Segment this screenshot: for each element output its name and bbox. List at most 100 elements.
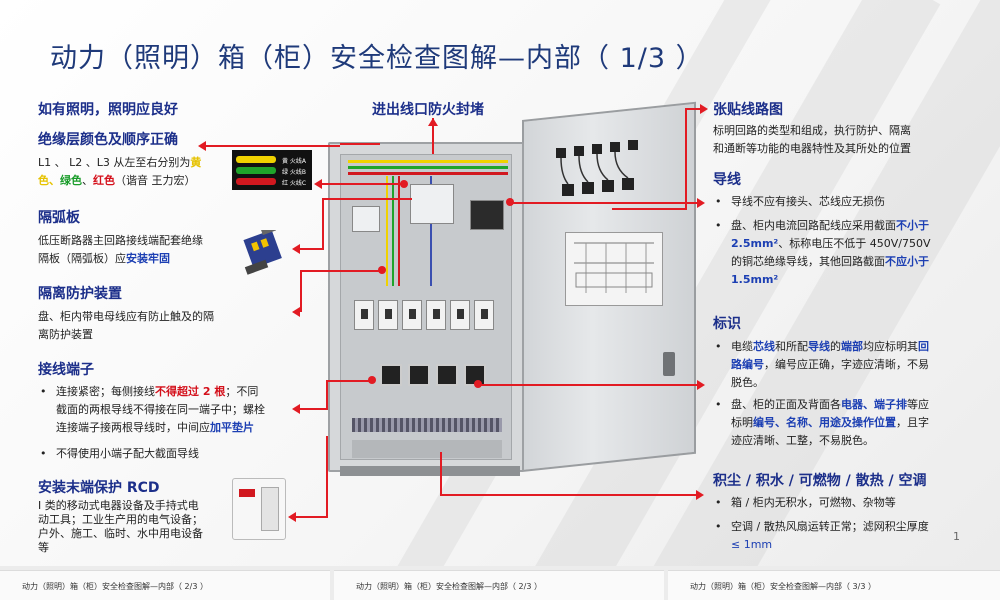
aux-breaker bbox=[352, 206, 380, 232]
pointer-isolation-v bbox=[300, 270, 302, 312]
pointer-arc-h bbox=[322, 198, 412, 200]
arrow-wire bbox=[697, 198, 705, 208]
pointer-diagram-h bbox=[612, 208, 687, 210]
m-b1-hl2: 导线 bbox=[808, 340, 830, 353]
m-b2-hl1: 电器、端子排 bbox=[841, 398, 907, 411]
wire-yellow bbox=[386, 176, 388, 286]
arrow-marking bbox=[697, 380, 705, 390]
w-b2c: 的铜芯绝缘导线，其他回路截面 bbox=[731, 255, 885, 268]
sep: 、 bbox=[82, 174, 93, 187]
m-b1-hl4: 回 bbox=[918, 340, 929, 353]
meter-3 bbox=[436, 364, 458, 386]
pointer-isolation-h bbox=[300, 270, 382, 272]
dust-bullet-2: 空调 / 散热风扇运转正常；滤网积尘厚度 ≤ 1mm bbox=[713, 518, 968, 554]
terminal-text: 连接紧密；每侧接线不得超过 2 根；不同 截面的两根导线不得接在同一端子中；螺栓… bbox=[38, 383, 298, 463]
pointer-insulation bbox=[322, 183, 402, 185]
t-b1b: ；不同 bbox=[225, 385, 259, 398]
fire-seal-title: 进出线口防火封堵 bbox=[372, 102, 484, 118]
meter-2 bbox=[408, 364, 430, 386]
diagram-line2: 和通断等功能的电器特性及其所处的位置 bbox=[713, 142, 911, 155]
w-b2-hl: 不小于 bbox=[896, 219, 929, 232]
dust-text: 箱 / 柜内无积水，可燃物、杂物等 空调 / 散热风扇运转正常；滤网积尘厚度 ≤… bbox=[713, 494, 968, 554]
rcd-red-switch bbox=[239, 489, 255, 497]
m-b2c: 标明 bbox=[731, 416, 753, 429]
pointer-terminal-v bbox=[326, 380, 328, 410]
arc-line1: 低压断路器主回路接线端配套绝缘 bbox=[38, 234, 203, 247]
rcd-title: 安装末端保护 RCD bbox=[38, 480, 160, 496]
arrow-fire-seal bbox=[428, 118, 438, 126]
yellow-wire bbox=[236, 156, 276, 163]
pointer-arc-v bbox=[322, 200, 324, 248]
marking-title: 标识 bbox=[713, 316, 741, 332]
terminal-block-row bbox=[352, 418, 502, 432]
breaker-6 bbox=[474, 300, 494, 330]
wire-text: 导线不应有接头、芯线应无损伤 盘、柜内电流回路配线应采用截面不小于 2.5mm²… bbox=[713, 193, 968, 289]
cabinet-base bbox=[340, 466, 520, 476]
meter-1 bbox=[380, 364, 402, 386]
t-b1d: 连接端子接两根导线时，中间应 bbox=[56, 421, 210, 434]
insulation-title: 绝缘层颜色及顺序正确 bbox=[38, 132, 178, 148]
thumbnail-slide-2a[interactable]: 动力（照明）箱（柜）安全检查图解—内部（ 2/3 ） bbox=[0, 570, 330, 600]
green-wire bbox=[236, 167, 276, 174]
diagram-text: 标明回路的类型和组成，执行防护、隔离 和通断等功能的电器特性及其所处的位置 bbox=[713, 122, 963, 158]
pointer-rcd-h bbox=[296, 516, 328, 518]
w-b2a: 盘、柜内电流回路配线应采用截面 bbox=[731, 219, 896, 232]
arc-text: 低压断路器主回路接线端配套绝缘 隔板（隔弧板）应安装牢固 bbox=[38, 232, 238, 268]
thumbnail-slide-3[interactable]: 动力（照明）箱（柜）安全检查图解—内部（ 3/3 ） bbox=[668, 570, 1000, 600]
diagram-line1: 标明回路的类型和组成，执行防护、隔离 bbox=[713, 124, 911, 137]
cable-entry bbox=[352, 440, 502, 458]
dot-marking bbox=[474, 380, 482, 388]
w-b2b: 、标称电压不低于 450V/750V bbox=[778, 237, 931, 250]
m-b1b: 和所配 bbox=[775, 340, 808, 353]
arrow-isolation bbox=[292, 307, 300, 317]
arrow-dust bbox=[696, 490, 704, 500]
busbar-red bbox=[348, 172, 508, 175]
wire-green bbox=[392, 176, 394, 286]
wire-blue bbox=[430, 176, 432, 286]
wire-label-c: 红 火线C bbox=[282, 180, 307, 187]
m-b1a: 电缆 bbox=[731, 340, 753, 353]
arrow-insulation bbox=[314, 179, 322, 189]
pointer-fire-seal bbox=[432, 118, 434, 154]
isolation-title: 隔离防护装置 bbox=[38, 286, 122, 302]
breaker-5 bbox=[450, 300, 470, 330]
m-b1-hl3: 端部 bbox=[841, 340, 863, 353]
arc-line2: 隔板（隔弧板）应 bbox=[38, 252, 126, 265]
wire-bullet-2: 盘、柜内电流回路配线应采用截面不小于 2.5mm²、标称电压不低于 450V/7… bbox=[713, 217, 968, 289]
main-breaker bbox=[410, 184, 454, 224]
wire-label-a: 黄 火线A bbox=[282, 158, 307, 165]
wire-title: 导线 bbox=[713, 172, 741, 188]
pointer-marking bbox=[478, 384, 698, 386]
m-b2a: 盘、柜的正面及背面各 bbox=[731, 398, 841, 411]
w-b2-hl4: 1.5mm² bbox=[731, 273, 779, 286]
yellow-label: 黄 bbox=[190, 156, 202, 169]
m-b1f: 脱色。 bbox=[731, 376, 764, 389]
pointer-terminal-h bbox=[326, 380, 372, 382]
pointer-terminal-h2 bbox=[300, 408, 328, 410]
door-wire-bundles bbox=[556, 140, 638, 196]
door-circuit-diagram bbox=[565, 232, 663, 306]
red-wire bbox=[236, 178, 276, 185]
lighting-title: 如有照明，照明应良好 bbox=[38, 102, 178, 118]
dot-isolation bbox=[378, 266, 386, 274]
marking-bullet-1: 电缆芯线和所配导线的端部均应标明其回 路编号，编号应正确，字迹应清晰，不易 脱色… bbox=[713, 338, 968, 392]
d-b2: 空调 / 散热风扇运转正常；滤网积尘厚度 bbox=[731, 520, 929, 533]
dot-wire bbox=[506, 198, 514, 206]
slide-title: 动力（照明）箱（柜）安全检查图解—内部（ 1/3 ） bbox=[50, 43, 704, 74]
m-b2e: 迹应清晰、工整，不易脱色。 bbox=[731, 434, 874, 447]
rcd-line2: 动工具；工业生产用的电气设备； bbox=[38, 513, 203, 526]
arrow-lighting bbox=[198, 141, 206, 151]
green-label: 绿色 bbox=[60, 174, 82, 187]
d-b2b: ≤ 1mm bbox=[731, 538, 773, 551]
pointer-wire bbox=[510, 202, 698, 204]
arrow-arc bbox=[292, 244, 300, 254]
contactor bbox=[470, 200, 504, 230]
thumbnail-slide-2b[interactable]: 动力（照明）箱（柜）安全检查图解—内部（ 2/3 ） bbox=[334, 570, 664, 600]
pointer-dust-h bbox=[440, 494, 696, 496]
dust-bullet-1: 箱 / 柜内无积水，可燃物、杂物等 bbox=[713, 494, 968, 512]
busbar-yellow bbox=[348, 160, 508, 163]
rcd-text: Ⅰ 类的移动式电器设备及手持式电 动工具；工业生产用的电气设备； 户外、施工、临… bbox=[38, 499, 233, 555]
diagram-title: 张贴线路图 bbox=[713, 102, 783, 118]
breaker-3 bbox=[402, 300, 422, 330]
m-b2b: 等应 bbox=[907, 398, 929, 411]
